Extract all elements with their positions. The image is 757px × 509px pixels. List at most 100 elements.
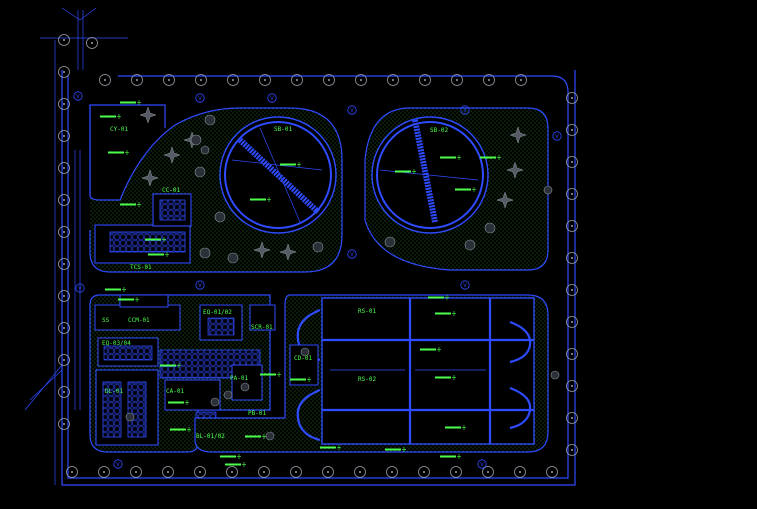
tree-icon xyxy=(58,162,70,174)
bush-icon xyxy=(484,222,496,234)
tree-icon xyxy=(259,74,271,86)
dimension-tag xyxy=(435,376,451,379)
bush-icon xyxy=(214,211,226,223)
labels: CY-01 CC-01 TCS-01 SB-01 SB-02 SS CCM-01… xyxy=(102,126,448,440)
dimension-tag xyxy=(160,364,176,367)
label-rs02: RS-02 xyxy=(358,376,376,383)
dimension-tag xyxy=(100,115,116,118)
label-cd01: CD-01 xyxy=(294,355,312,362)
reference-mark-icon: V xyxy=(460,280,470,290)
reference-mark-icon: V xyxy=(267,93,277,103)
tree-icon xyxy=(355,74,367,86)
dimension-tag xyxy=(445,426,461,429)
dimension-tag xyxy=(435,312,451,315)
label-ca01: CA-01 xyxy=(166,388,184,395)
reference-mark-icon: V xyxy=(75,283,85,293)
tree-icon xyxy=(566,412,578,424)
tree-icon xyxy=(386,466,398,478)
tree-icon xyxy=(546,466,558,478)
label-ss: SS xyxy=(102,317,110,324)
tree-icon xyxy=(291,74,303,86)
tree-icon xyxy=(131,74,143,86)
tree-icon xyxy=(566,252,578,264)
dimension-tag xyxy=(280,163,296,166)
tree-icon xyxy=(354,466,366,478)
tree-icon xyxy=(322,466,334,478)
tree-icon xyxy=(566,188,578,200)
dimension-tag xyxy=(148,253,164,256)
svg-text:V: V xyxy=(270,96,274,102)
tree-icon xyxy=(195,74,207,86)
tree-icon xyxy=(194,466,206,478)
label-tcs01: TCS-01 xyxy=(130,264,152,271)
label-eq: EQ-01/02 xyxy=(203,309,232,316)
tree-icon xyxy=(58,322,70,334)
label-bl01: BL-01/02 xyxy=(196,433,225,440)
svg-text:V: V xyxy=(350,252,354,258)
bush-icon xyxy=(199,247,211,259)
tree-icon xyxy=(566,316,578,328)
shrub-icon xyxy=(139,106,157,124)
label-dl01: DL-01 xyxy=(105,388,123,395)
svg-text:V: V xyxy=(480,462,484,468)
svg-text:V: V xyxy=(555,134,559,140)
tree-icon xyxy=(58,98,70,110)
tree-icon xyxy=(58,258,70,270)
bush-icon xyxy=(384,236,396,248)
bush-icon xyxy=(227,252,239,264)
clarifier-sb02 xyxy=(371,116,489,234)
tree-icon xyxy=(482,466,494,478)
svg-text:V: V xyxy=(116,462,120,468)
tree-icon xyxy=(258,466,270,478)
reference-mark-icon: V xyxy=(552,131,562,141)
bush-icon xyxy=(210,397,220,407)
label-scr: SCR-01 xyxy=(251,324,273,331)
bush-icon xyxy=(190,134,202,146)
dimension-tag xyxy=(395,170,411,173)
tree-icon xyxy=(515,74,527,86)
tree-icon xyxy=(566,156,578,168)
svg-text:V: V xyxy=(350,108,354,114)
bush-icon xyxy=(223,390,233,400)
shrub-icon xyxy=(253,241,271,259)
shrub-icon xyxy=(506,161,524,179)
tree-icon xyxy=(483,74,495,86)
shrub-icon xyxy=(163,146,181,164)
dimension-tag xyxy=(260,373,276,376)
tree-icon xyxy=(387,74,399,86)
shrub-icon xyxy=(496,191,514,209)
dimension-tag xyxy=(120,203,136,206)
bush-icon xyxy=(543,185,553,195)
dimension-tag xyxy=(428,296,444,299)
label-sb02: SB-02 xyxy=(430,127,448,134)
label-sb01: SB-01 xyxy=(274,126,292,133)
bush-icon xyxy=(550,370,560,380)
tree-icon xyxy=(450,466,462,478)
svg-text:V: V xyxy=(78,286,82,292)
bush-icon xyxy=(312,241,324,253)
dimension-tag xyxy=(440,455,456,458)
tree-icon xyxy=(58,34,70,46)
dimension-tag xyxy=(250,198,266,201)
tree-icon xyxy=(290,466,302,478)
tree-icon xyxy=(226,466,238,478)
label-eq2: EQ-03/04 xyxy=(102,340,131,347)
reference-mark-icon: V xyxy=(347,249,357,259)
dimension-tag xyxy=(480,156,496,159)
dimension-tag xyxy=(385,448,401,451)
tree-icon xyxy=(58,290,70,302)
tree-icon xyxy=(566,124,578,136)
bush-icon xyxy=(265,431,275,441)
bush-icon xyxy=(194,166,206,178)
bush-icon xyxy=(204,114,216,126)
dimension-tag xyxy=(290,378,306,381)
label-cy01: CY-01 xyxy=(110,126,128,133)
tree-icon xyxy=(162,466,174,478)
shrub-icon xyxy=(279,243,297,261)
bush-icon xyxy=(240,382,250,392)
svg-text:V: V xyxy=(463,283,467,289)
shrub-icon xyxy=(509,126,527,144)
tree-icon xyxy=(58,226,70,238)
dimension-tag xyxy=(320,446,336,449)
